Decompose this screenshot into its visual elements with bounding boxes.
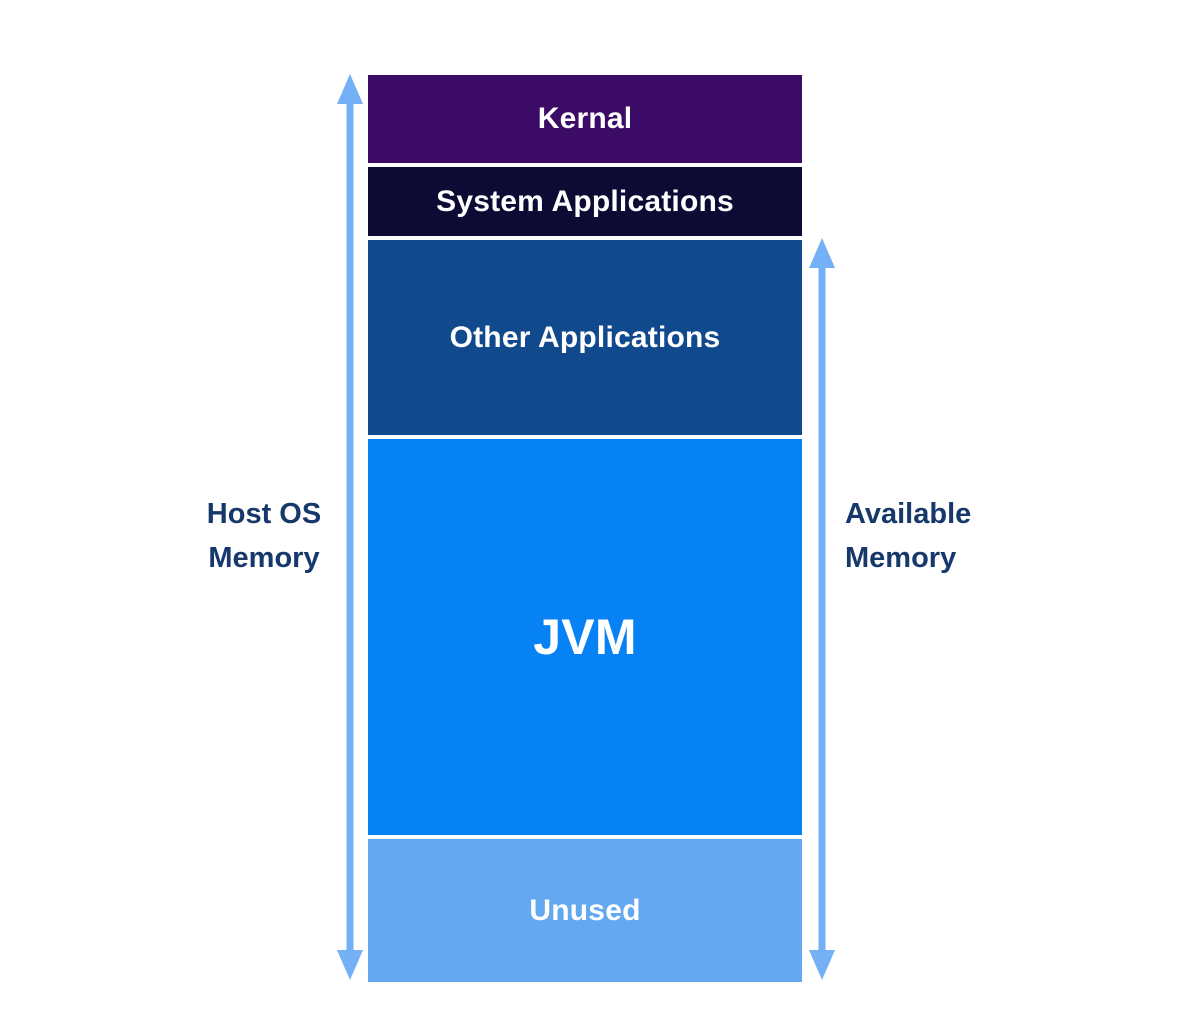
available-memory-arrow [809,238,835,980]
available-memory-label-line2: Memory [845,542,957,574]
memory-segment-system-applications: System Applications [368,167,802,236]
segment-label-system-applications: System Applications [436,184,734,218]
memory-segment-jvm: JVM [368,439,802,835]
host-os-memory-label-line1: Host OS [206,498,322,530]
memory-segment-kernal: Kernal [368,75,802,163]
segment-label-jvm: JVM [533,609,637,665]
segment-label-kernal: Kernal [537,102,633,135]
memory-segment-other-applications: Other Applications [368,240,802,435]
available-memory-label: Available Memory [845,492,971,580]
segment-label-other-applications: Other Applications [449,320,721,354]
memory-stack: Kernal System Applications Other Applica… [368,75,802,982]
available-memory-label-line1: Available [845,498,972,530]
host-os-memory-label-line2: Memory [208,542,320,574]
segment-label-unused: Unused [529,893,641,927]
memory-segment-unused: Unused [368,839,802,982]
host-os-memory-label: Host OS Memory [174,492,354,580]
